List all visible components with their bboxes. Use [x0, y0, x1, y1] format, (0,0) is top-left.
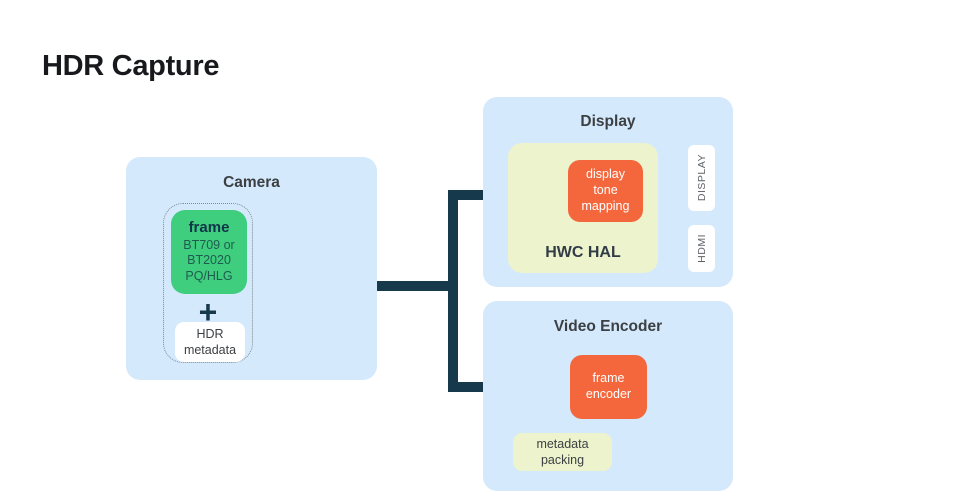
hwc-hal-label: HWC HAL [545, 244, 621, 261]
display-tone-mapping-box: display tone mapping [568, 160, 643, 222]
frame-box-line: BT2020 [187, 253, 231, 268]
plus-icon: + [198, 294, 218, 330]
display-output-label: DISPLAY [695, 154, 708, 202]
frame-encoder-line: frame [592, 371, 625, 386]
hdr-metadata-box: HDR metadata [175, 322, 245, 362]
hdmi-output-box: HDMI [688, 225, 715, 272]
video-encoder-panel: Video Encoder frame encoder metadata pac… [483, 301, 733, 491]
hdmi-output-label: HDMI [695, 234, 708, 263]
frame-encoder-box: frame encoder [570, 355, 647, 419]
hwc-hal-box: display tone mapping HWC HAL [508, 143, 658, 273]
frame-box-title: frame [188, 218, 230, 236]
tone-mapping-line: tone [593, 183, 618, 198]
metadata-packing-line: packing [540, 453, 585, 467]
display-label: Display [580, 113, 636, 130]
video-encoder-label: Video Encoder [553, 318, 663, 335]
frame-box: frame BT709 or BT2020 PQ/HLG [171, 210, 247, 294]
tone-mapping-line: mapping [581, 198, 630, 213]
metadata-packing-box: metadata packing [513, 433, 612, 471]
hdr-metadata-line: HDR [196, 326, 224, 341]
frame-box-line: PQ/HLG [185, 269, 233, 284]
frame-encoder-line: encoder [585, 387, 632, 401]
tone-mapping-line: display [586, 167, 625, 182]
camera-panel: Camera frame BT709 or BT2020 PQ/HLG + HD… [126, 157, 377, 380]
display-panel: Display display tone mapping HWC HAL DIS… [483, 97, 733, 287]
display-output-box: DISPLAY [688, 145, 715, 211]
hdr-metadata-line: metadata [183, 343, 237, 357]
camera-label: Camera [223, 174, 280, 191]
page-title: HDR Capture [42, 50, 220, 82]
metadata-packing-line: metadata [536, 436, 589, 451]
frame-box-line: BT709 or [183, 237, 235, 252]
frame-group-dotted-outline [163, 203, 253, 363]
